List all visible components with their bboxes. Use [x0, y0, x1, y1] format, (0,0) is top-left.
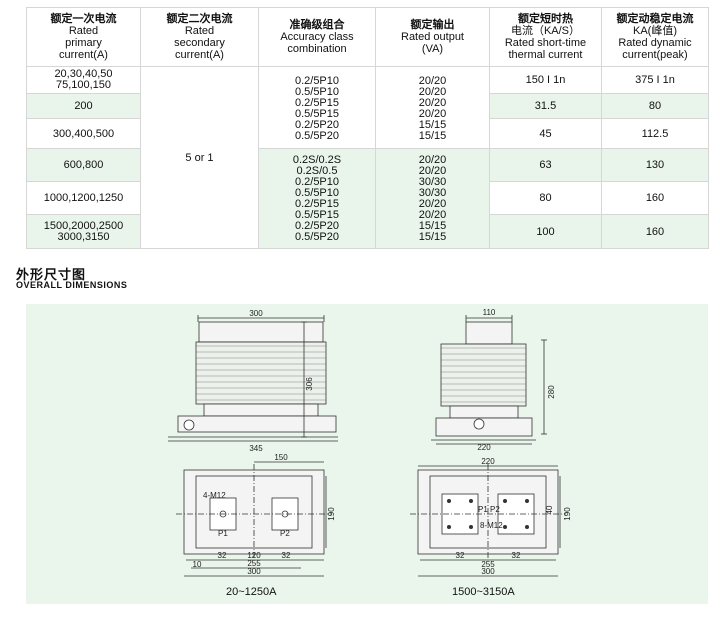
dim-right-32a: 32 [456, 551, 465, 560]
dim-left-255: 255 [247, 559, 261, 568]
dimension-drawing-panel: 300 306 345 110 280 220 [26, 304, 708, 604]
dim-left-32b: 32 [282, 551, 291, 560]
dim-left-190: 190 [327, 507, 336, 521]
table-row: 1000,1200,1250 80 160 [26, 181, 709, 215]
dim-front-top: 300 [249, 309, 263, 318]
caption-left: 20~1250A [226, 586, 277, 598]
dim-right-300: 300 [481, 567, 495, 576]
cell-primary: 1000,1200,1250 [26, 181, 141, 215]
dim-left-300: 300 [247, 567, 261, 576]
dim-right-190: 190 [563, 507, 572, 521]
bolt-holes-right [447, 499, 529, 529]
dim-front-height: 306 [305, 377, 314, 391]
label-right-m12: 8-M12 [480, 521, 503, 530]
header-primary: 额定一次电流 Rated primary current(A) [26, 7, 141, 67]
label-right-p: P1 P2 [478, 505, 500, 514]
dim-right-220: 220 [481, 457, 495, 466]
dimension-drawings: 300 306 345 110 280 220 [168, 308, 572, 577]
front-elevation [168, 315, 338, 442]
cell-primary: 300,400,500 [26, 118, 141, 149]
dim-front-base: 345 [249, 444, 263, 453]
table-row: 300,400,500 45 112.5 [26, 118, 709, 149]
section-title-en: OVERALL DIMENSIONS [16, 280, 128, 290]
header-accuracy: 准确级组合 Accuracy class combination [258, 7, 376, 67]
cell-thermal: 150 I 1n [489, 66, 602, 94]
cell-dynamic: 160 [601, 181, 709, 215]
cell-dynamic: 160 [601, 214, 709, 249]
cell-secondary: 5 or 1 [140, 66, 259, 249]
caption-right: 1500~3150A [452, 586, 515, 598]
label-left-m12: 4-M12 [203, 491, 226, 500]
dim-side-height: 280 [547, 385, 556, 399]
dim-left-32a: 32 [218, 551, 227, 560]
cell-thermal: 100 [489, 214, 602, 249]
cell-primary: 200 [26, 93, 141, 119]
dim-right-40: 40 [545, 505, 554, 514]
cell-dynamic: 80 [601, 93, 709, 119]
cell-dynamic: 112.5 [601, 118, 709, 149]
label-left-p2: P2 [280, 529, 290, 538]
table-row: 200 31.5 80 [26, 93, 709, 119]
cell-thermal: 31.5 [489, 93, 602, 119]
cell-dynamic: 375 I 1n [601, 66, 709, 94]
spec-table: 额定一次电流 Rated primary current(A) 额定二次电流 R… [26, 7, 709, 249]
side-elevation [431, 315, 547, 445]
dim-left-120: 120 [247, 551, 261, 560]
cell-thermal: 45 [489, 118, 602, 149]
cell-thermal: 63 [489, 148, 602, 182]
header-output: 额定输出 Rated output (VA) [375, 7, 490, 67]
header-dynamic: 额定动稳定电流 KA(峰值) Rated dynamic current(pea… [601, 7, 709, 67]
header-secondary: 额定二次电流 Rated secondary current(A) [140, 7, 259, 67]
dim-left-10: 10 [193, 560, 202, 569]
label-left-p1: P1 [218, 529, 228, 538]
cell-dynamic: 130 [601, 148, 709, 182]
dim-right-32b: 32 [512, 551, 521, 560]
header-thermal: 额定短时热 电流（KA/S） Rated short-time thermal … [489, 7, 602, 67]
dim-left-150: 150 [274, 453, 288, 462]
cell-primary: 600,800 [26, 148, 141, 182]
dim-right-255: 255 [481, 560, 495, 569]
section-heading: 外形尺寸图 OVERALL DIMENSIONS [9, 264, 169, 292]
plan-view-left [176, 461, 332, 577]
table-header-row: 额定一次电流 Rated primary current(A) 额定二次电流 R… [26, 7, 709, 67]
cell-thermal: 80 [489, 181, 602, 215]
section-title-cn: 外形尺寸图 [16, 267, 87, 282]
dim-side-base: 220 [477, 443, 491, 452]
dim-side-top: 110 [483, 308, 496, 317]
